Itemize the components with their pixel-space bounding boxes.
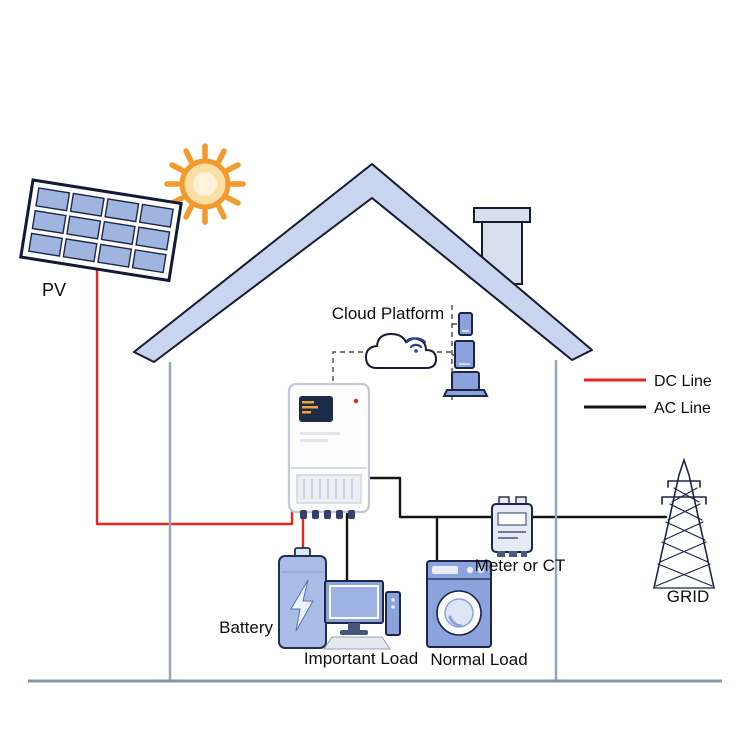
tablet-icon <box>454 340 475 369</box>
pv-cells <box>28 187 174 274</box>
normal-load-label: Normal Load <box>430 650 527 669</box>
inverter-display <box>299 396 333 422</box>
grid-label: GRID <box>667 587 710 606</box>
legend-dc-label: DC Line <box>654 373 712 390</box>
pv-panel-icon <box>19 178 183 283</box>
sun-core <box>193 172 217 196</box>
sun-icon <box>164 143 246 225</box>
legend-ac-label: AC Line <box>654 400 711 417</box>
wifi-icon <box>405 337 427 353</box>
battery-label: Battery <box>219 618 273 637</box>
meter-icon <box>491 496 533 557</box>
meter-label: Meter or CT <box>475 556 566 575</box>
sun-rays <box>164 143 246 225</box>
inverter-display-text <box>302 401 318 414</box>
dc-wire-pv-to-inverter <box>95 248 294 526</box>
cloud-platform-label: Cloud Platform <box>332 304 444 323</box>
inverter-led <box>353 398 359 404</box>
meter-display <box>497 512 527 526</box>
pc-tower-icon <box>385 591 401 636</box>
important-load-label: Important Load <box>304 649 418 668</box>
pv-label: PV <box>42 280 66 300</box>
laptop-icon <box>442 371 489 397</box>
phone-icon <box>458 312 473 336</box>
lightning-bolt-icon <box>290 579 314 632</box>
inverter-connectors <box>300 510 355 519</box>
battery-icon <box>278 547 327 649</box>
roof <box>133 163 593 363</box>
inverter-vent <box>296 474 362 504</box>
washing-machine-icon <box>426 560 492 648</box>
comm-line-cloud-to-devices <box>437 305 459 402</box>
keyboard-icon <box>323 636 391 650</box>
house-icon <box>28 163 722 683</box>
comm-line-inverter-to-cloud <box>332 351 365 390</box>
monitor-icon <box>324 580 384 635</box>
cloud-icon <box>364 332 438 369</box>
inverter-icon <box>287 382 371 519</box>
legend: DC Line AC Line <box>584 373 712 417</box>
transmission-tower-icon <box>653 457 715 589</box>
